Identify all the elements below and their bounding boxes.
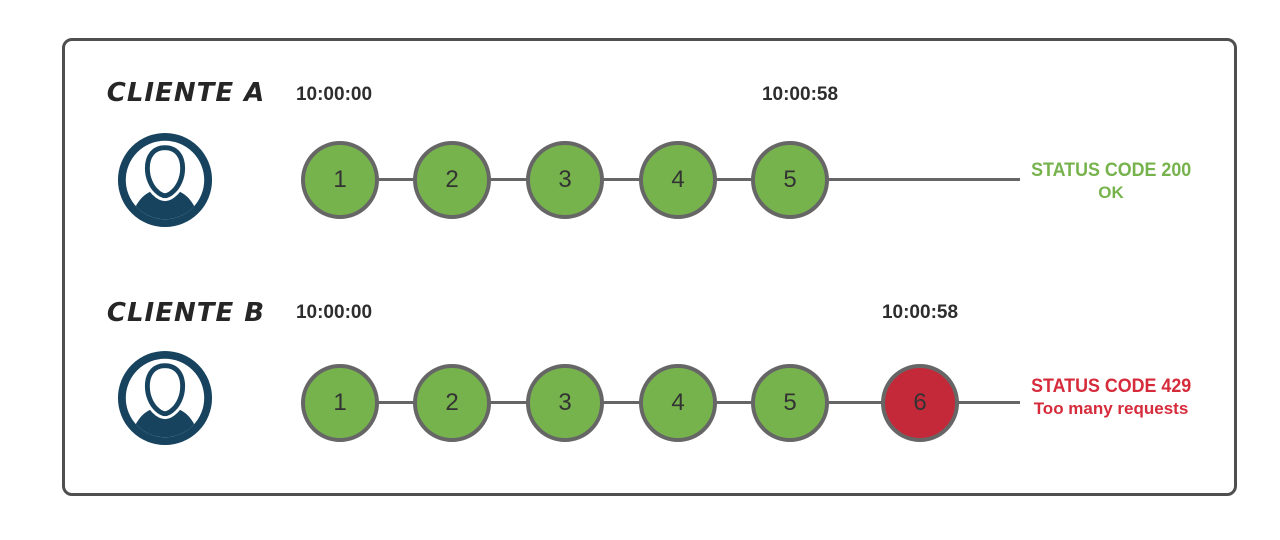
client-b-end-time: 10:00:58 bbox=[881, 302, 959, 323]
client-b-status-code: STATUS CODE 429 bbox=[1031, 376, 1192, 397]
client-a-status-code: STATUS CODE 200 bbox=[1031, 160, 1192, 181]
client-a-start-time: 10:00:00 bbox=[295, 84, 373, 105]
client-a-status: STATUS CODE 200 OK bbox=[1026, 160, 1196, 202]
user-icon bbox=[117, 350, 213, 446]
client-a-end-time: 10:00:58 bbox=[761, 84, 839, 105]
client-a-label: CLIENTE A bbox=[106, 78, 266, 108]
client-b-label: CLIENTE B bbox=[106, 298, 266, 328]
client-b-start-time: 10:00:00 bbox=[295, 302, 373, 323]
client-a-status-message: OK bbox=[1098, 183, 1124, 203]
client-a-timeline-line bbox=[340, 178, 1020, 181]
client-b-status-message: Too many requests bbox=[1033, 399, 1189, 419]
client-b-status: STATUS CODE 429 Too many requests bbox=[1026, 376, 1196, 418]
user-icon bbox=[117, 132, 213, 228]
client-b-timeline-line bbox=[340, 401, 1020, 404]
